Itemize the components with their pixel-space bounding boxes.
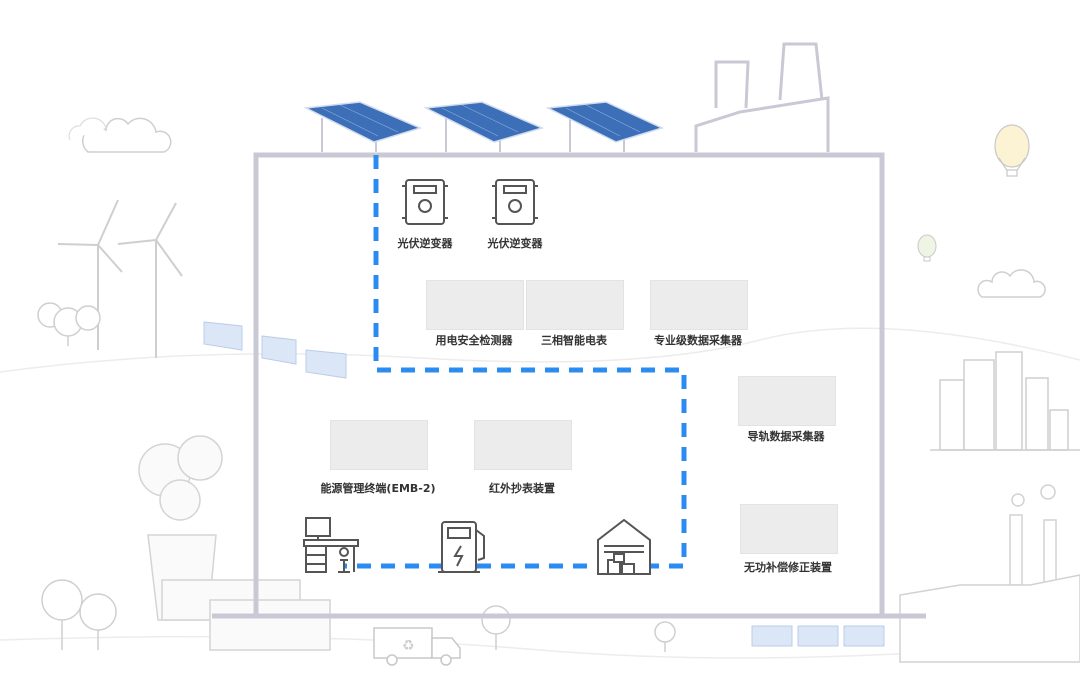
three-phase-meter-label: 三相智能电表 <box>541 334 607 347</box>
solar-panel-icon <box>203 321 347 379</box>
tree-icon <box>37 302 676 652</box>
nuclear-cooling-tower-icon <box>138 435 331 651</box>
wind-turbine-icon <box>57 199 183 358</box>
inverter-icon <box>492 179 538 225</box>
inverter-icon <box>402 179 448 225</box>
hot-air-balloon-icon <box>917 234 937 262</box>
cloud-icon <box>68 117 107 141</box>
ev-charger-icon <box>438 521 485 573</box>
reactive-compensator-image <box>740 504 838 554</box>
building-frame <box>253 152 885 614</box>
pro-data-collector-image <box>650 280 748 330</box>
solar-panel-icon <box>751 625 885 647</box>
cloud-icon <box>977 269 1046 298</box>
hot-air-balloon-icon <box>994 124 1030 177</box>
truck-icon: ♻ <box>373 627 461 666</box>
factory-chimney-icon <box>899 484 1080 663</box>
svg-text:♻: ♻ <box>402 638 415 654</box>
rail-data-collector-image <box>738 376 836 426</box>
safety-detector-image <box>426 280 524 330</box>
ir-meter-reader-image <box>474 420 572 470</box>
energy-terminal-label: 能源管理终端(EMB-2) <box>320 482 436 495</box>
rail-data-collector-label: 导轨数据采集器 <box>747 430 825 443</box>
pro-data-collector-label: 专业级数据采集器 <box>654 334 742 347</box>
three-phase-meter-image <box>526 280 624 330</box>
reactive-compensator-label: 无功补偿修正装置 <box>744 561 832 574</box>
energy-terminal-image <box>330 420 428 470</box>
pv-inverter-1-label: 光伏逆变器 <box>397 237 453 250</box>
warehouse-icon <box>597 518 651 575</box>
safety-detector-label: 用电安全检测器 <box>435 334 513 347</box>
pv-inverter-2-label: 光伏逆变器 <box>487 237 543 250</box>
factory-chimney-icon <box>694 42 830 152</box>
city-buildings-icon <box>930 351 1080 451</box>
workstation-icon <box>303 517 359 573</box>
ir-meter-reader-label: 红外抄表装置 <box>489 482 555 495</box>
